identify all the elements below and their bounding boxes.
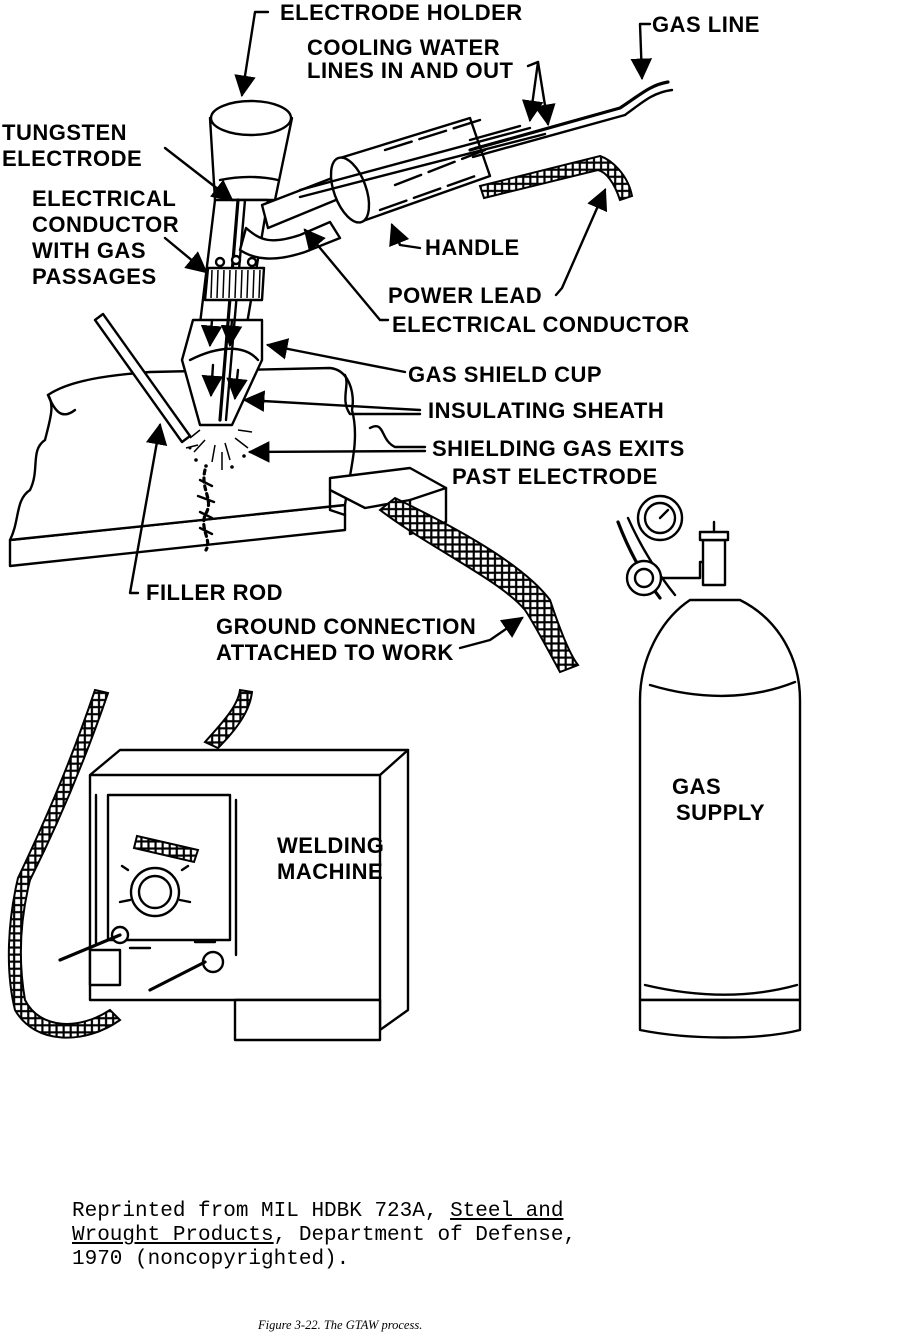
label-electrode-holder: ELECTRODE HOLDER bbox=[280, 0, 523, 25]
workpiece bbox=[8, 366, 357, 568]
torch bbox=[180, 80, 674, 470]
label-gas-supply-1: GAS bbox=[672, 774, 721, 799]
label-welding-machine-1: WELDING bbox=[277, 833, 384, 858]
label-conductor-4: PASSAGES bbox=[32, 264, 157, 289]
label-electrical-conductor: ELECTRICAL CONDUCTOR bbox=[392, 312, 690, 337]
ground-cable bbox=[378, 496, 580, 674]
label-gas-line: GAS LINE bbox=[652, 12, 760, 37]
label-gas-supply-2: SUPPLY bbox=[676, 800, 765, 825]
diagram-labels: ELECTRODE HOLDER GAS LINE COOLING WATER … bbox=[2, 0, 765, 884]
credit-suffix: , Department of Defense, bbox=[273, 1224, 577, 1247]
label-filler-rod: FILLER ROD bbox=[146, 580, 283, 605]
label-shielding-gas-1: SHIELDING GAS EXITS bbox=[432, 436, 685, 461]
source-credit: Reprinted from MIL HDBK 723A, Steel and … bbox=[72, 1200, 576, 1272]
credit-line3: 1970 (noncopyrighted). bbox=[72, 1248, 350, 1271]
filler-rod bbox=[93, 312, 192, 444]
welding-machine bbox=[7, 688, 410, 1042]
figure-caption: Figure 3-22. The GTAW process. bbox=[258, 1318, 423, 1332]
leader-lines bbox=[128, 10, 653, 650]
label-conductor-3: WITH GAS bbox=[32, 238, 146, 263]
label-conductor-1: ELECTRICAL bbox=[32, 186, 176, 211]
label-insulating-sheath: INSULATING SHEATH bbox=[428, 398, 664, 423]
credit-title-b: Wrought Products bbox=[72, 1224, 274, 1247]
arc-sparks bbox=[185, 429, 253, 470]
label-tungsten-1: TUNGSTEN bbox=[2, 120, 127, 145]
label-tungsten-2: ELECTRODE bbox=[2, 146, 142, 171]
label-welding-machine-2: MACHINE bbox=[277, 859, 383, 884]
label-gas-shield-cup: GAS SHIELD CUP bbox=[408, 362, 602, 387]
gas-cylinder bbox=[616, 494, 802, 1039]
label-shielding-gas-2: PAST ELECTRODE bbox=[452, 464, 658, 489]
label-cooling-water-2: LINES IN AND OUT bbox=[307, 58, 513, 83]
label-handle: HANDLE bbox=[425, 235, 520, 260]
label-power-lead: POWER LEAD bbox=[388, 283, 542, 308]
label-cooling-water-1: COOLING WATER bbox=[307, 35, 500, 60]
label-ground-1: GROUND CONNECTION bbox=[216, 614, 476, 639]
credit-title-a: Steel and bbox=[450, 1200, 564, 1223]
label-conductor-2: CONDUCTOR bbox=[32, 212, 179, 237]
label-ground-2: ATTACHED TO WORK bbox=[216, 640, 454, 665]
credit-prefix: Reprinted from MIL HDBK 723A, bbox=[72, 1200, 451, 1223]
